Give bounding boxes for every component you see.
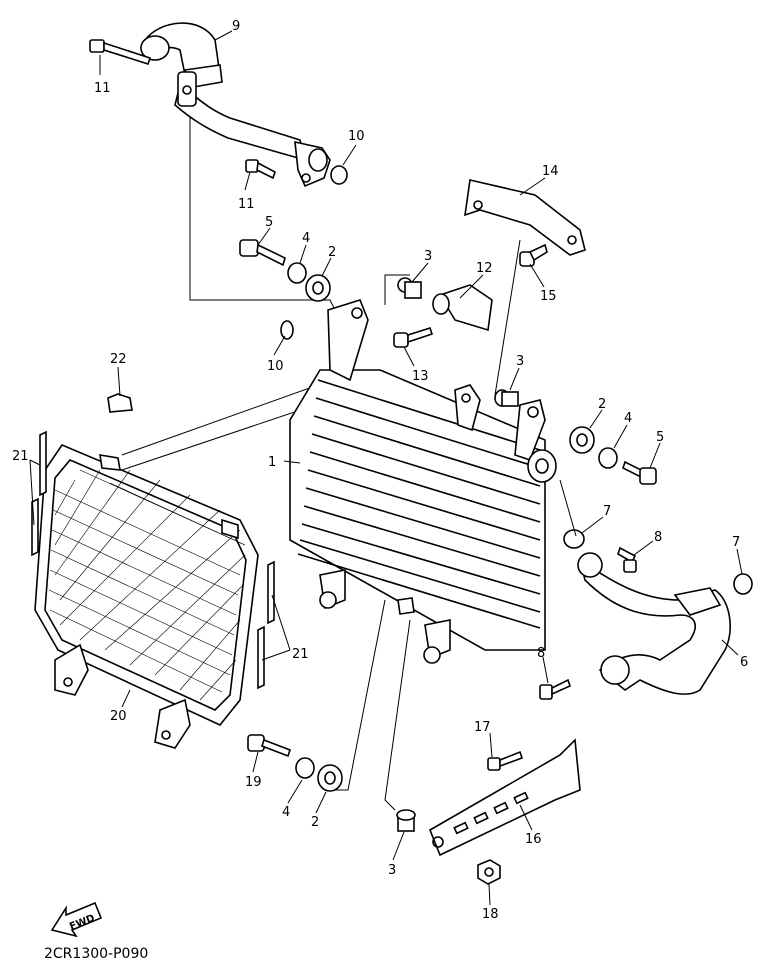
bracket-16 bbox=[428, 738, 581, 857]
bolt-17 bbox=[487, 750, 524, 771]
oil-hose-6 bbox=[577, 552, 731, 695]
callout-11-a: 11 bbox=[94, 81, 111, 96]
callout-2-b: 2 bbox=[598, 397, 606, 412]
bracket-14 bbox=[464, 179, 586, 256]
washer-4-upper bbox=[287, 262, 307, 284]
bolt-11-upper bbox=[89, 39, 152, 66]
callout-17: 17 bbox=[474, 720, 491, 735]
grommet-2-lower bbox=[317, 764, 343, 792]
o-ring-7-right bbox=[733, 573, 753, 595]
callout-20: 20 bbox=[110, 709, 127, 724]
callout-5-a: 5 bbox=[265, 215, 273, 230]
grille-20 bbox=[34, 444, 259, 749]
clamp-12 bbox=[432, 284, 493, 332]
callout-8-b: 8 bbox=[537, 646, 545, 661]
washer-4-right bbox=[598, 447, 618, 469]
callout-15: 15 bbox=[540, 289, 557, 304]
callout-leaders bbox=[29, 30, 743, 906]
bolt-15 bbox=[519, 243, 548, 267]
bolt-5-upper bbox=[239, 239, 286, 267]
collar-3-lower bbox=[396, 809, 416, 832]
grommet-2-upper bbox=[305, 274, 331, 302]
callout-4-c: 4 bbox=[282, 805, 290, 820]
callout-7-a: 7 bbox=[603, 504, 611, 519]
bolt-5-right bbox=[622, 460, 657, 485]
cooler-fins bbox=[297, 379, 541, 629]
callout-4-b: 4 bbox=[624, 411, 632, 426]
callout-2-a: 2 bbox=[328, 245, 336, 260]
callout-7-b: 7 bbox=[732, 535, 740, 550]
callout-9: 9 bbox=[232, 19, 240, 34]
bolt-11-lower bbox=[245, 159, 276, 180]
washer-4-lower bbox=[295, 757, 315, 779]
callout-4-a: 4 bbox=[302, 231, 310, 246]
bolt-8-lower bbox=[539, 678, 571, 700]
callout-2-c: 2 bbox=[311, 815, 319, 830]
oil-cooler-1 bbox=[289, 299, 557, 664]
callout-12: 12 bbox=[476, 261, 493, 276]
collar-3-upper bbox=[397, 277, 422, 299]
nut-18 bbox=[477, 859, 501, 885]
bracket-slots bbox=[453, 791, 529, 835]
callout-3-a: 3 bbox=[424, 249, 432, 264]
callout-1: 1 bbox=[268, 455, 276, 470]
callout-22: 22 bbox=[110, 352, 127, 367]
callout-labels: 11 9 10 11 5 4 2 3 12 13 14 15 10 3 22 1… bbox=[12, 19, 748, 922]
grille-mesh bbox=[48, 469, 246, 701]
callout-18: 18 bbox=[482, 907, 499, 922]
callout-3-c: 3 bbox=[388, 863, 396, 878]
diagram-code: 2CR1300-P090 bbox=[44, 946, 149, 962]
callout-3-b: 3 bbox=[516, 354, 524, 369]
oil-hose-upper bbox=[140, 22, 331, 188]
callout-14: 14 bbox=[542, 164, 559, 179]
callout-10-b: 10 bbox=[267, 359, 284, 374]
callout-10-a: 10 bbox=[348, 129, 365, 144]
grommet-2-right bbox=[569, 426, 595, 454]
callout-13: 13 bbox=[412, 369, 429, 384]
o-ring-7-left bbox=[563, 529, 585, 549]
o-ring-10-upper bbox=[330, 165, 348, 185]
bolt-13 bbox=[393, 326, 434, 348]
strips-21-right bbox=[257, 560, 275, 690]
callout-16: 16 bbox=[525, 832, 542, 847]
callout-11-b: 11 bbox=[238, 197, 255, 212]
bolt-8-upper bbox=[617, 546, 637, 573]
callout-6: 6 bbox=[740, 655, 748, 670]
bolt-19 bbox=[247, 734, 292, 758]
callout-8-a: 8 bbox=[654, 530, 662, 545]
callout-19: 19 bbox=[245, 775, 262, 790]
collar-3-middle bbox=[494, 389, 519, 407]
clip-22 bbox=[107, 393, 133, 413]
callout-21-b: 21 bbox=[292, 647, 309, 662]
callout-21-a: 21 bbox=[12, 449, 29, 464]
o-ring-10-lower bbox=[280, 320, 294, 340]
callout-5-b: 5 bbox=[656, 430, 664, 445]
fwd-arrow-icon: FWD bbox=[50, 901, 103, 938]
